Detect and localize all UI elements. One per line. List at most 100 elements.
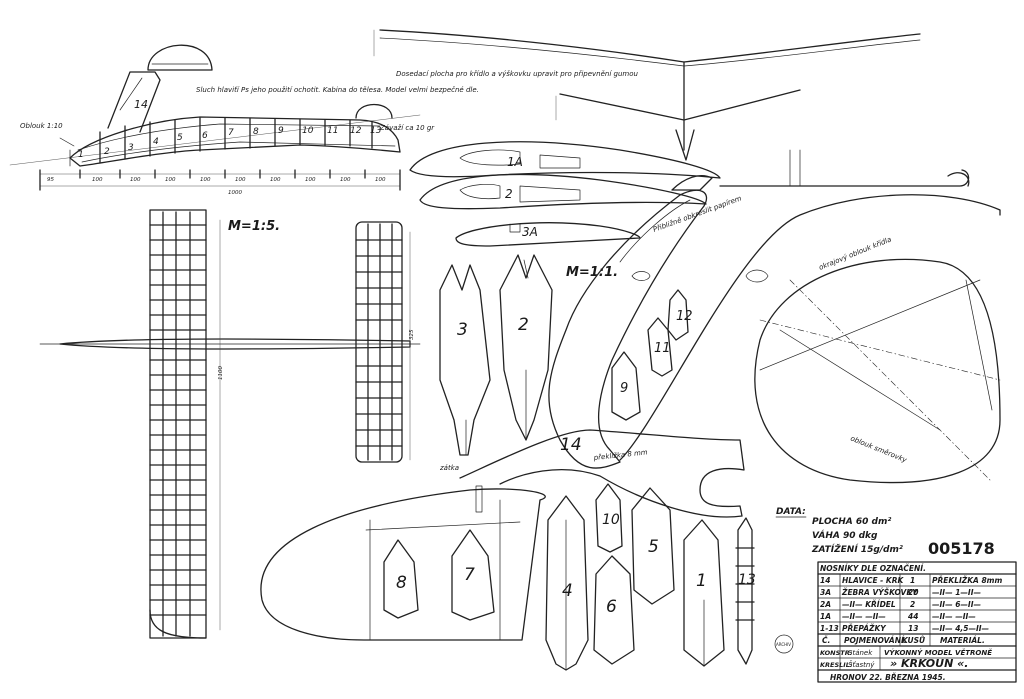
svg-text:3: 3 bbox=[128, 143, 134, 153]
dim-wing-span: 1100 bbox=[218, 366, 224, 380]
side-view: 95 100 100 100 100 100 100 100 100 100 1… bbox=[9, 44, 479, 196]
drawing-number: 005178 bbox=[928, 539, 995, 558]
svg-text:HLAVICE - KRK: HLAVICE - KRK bbox=[842, 576, 904, 585]
place-date: HRONOV 22. BŘEZNA 1945. bbox=[830, 673, 946, 682]
data-block: DATA: PLOCHA 60 dm² VÁHA 90 dkg ZATÍŽENÍ… bbox=[775, 507, 995, 558]
dim-seg-0: 95 bbox=[47, 177, 54, 183]
note-pylon: Sluch hlaviťí Ps jeho použití ochotit. K… bbox=[196, 85, 479, 94]
svg-text:—II— 6—II—: —II— 6—II— bbox=[932, 600, 981, 609]
dim-seg-8: 100 bbox=[340, 177, 351, 183]
svg-text:2: 2 bbox=[910, 600, 915, 609]
svg-text:—II— 1—II—: —II— 1—II— bbox=[932, 588, 981, 597]
svg-text:1-13: 1-13 bbox=[820, 624, 839, 633]
svg-text:KONSTR:: KONSTR: bbox=[820, 649, 853, 657]
svg-text:Stánek: Stánek bbox=[848, 649, 873, 657]
part-7-label: 7 bbox=[464, 565, 475, 585]
svg-text:4: 4 bbox=[153, 137, 159, 147]
note-tail: Dosedací plocha pro křídlo a výškovku up… bbox=[396, 70, 639, 78]
svg-text:—II— KŘÍDEL: —II— KŘÍDEL bbox=[842, 600, 896, 609]
table-header: NOSNÍKY DLE OZNAČENÍ. bbox=[820, 564, 926, 573]
part-12-label: 12 bbox=[676, 309, 693, 324]
fuselage-frame: Přibližně obkreslit papírem 12 11 9 bbox=[548, 149, 970, 469]
svg-text:10: 10 bbox=[302, 126, 314, 136]
dim-total: 1000 bbox=[228, 190, 242, 196]
svg-text:6: 6 bbox=[202, 131, 208, 141]
archive-stamp: ARCHIV bbox=[776, 642, 791, 647]
note-cut: Přibližně obkreslit papírem bbox=[652, 194, 743, 234]
svg-text:44: 44 bbox=[908, 612, 918, 621]
svg-text:1: 1 bbox=[910, 576, 915, 585]
svg-text:13: 13 bbox=[370, 126, 382, 136]
svg-text:2A: 2A bbox=[820, 600, 831, 609]
dim-seg-6: 100 bbox=[270, 177, 281, 183]
dim-seg-5: 100 bbox=[235, 177, 246, 183]
part-13-label: 13 bbox=[738, 572, 756, 588]
svg-text:5: 5 bbox=[177, 133, 183, 143]
svg-text:—II— 4,5—II—: —II— 4,5—II— bbox=[932, 624, 990, 633]
scale-full-label: M=1:1. bbox=[566, 265, 618, 280]
part-9-label: 9 bbox=[620, 381, 628, 396]
note-weight: Závaží ca 10 gr bbox=[379, 124, 435, 132]
data-load: ZATÍŽENÍ 15g/dm² bbox=[811, 543, 903, 555]
part-3-label: 3 bbox=[457, 320, 468, 340]
svg-text:13: 13 bbox=[908, 624, 918, 633]
note-rudder: Oblouk 1:10 bbox=[20, 122, 63, 130]
perspective-view: Dosedací plocha pro křídlo a výškovku up… bbox=[373, 29, 921, 161]
svg-text:1A: 1A bbox=[820, 612, 831, 621]
svg-text:Šťastný: Šťastný bbox=[848, 660, 875, 669]
dim-seg-4: 100 bbox=[200, 177, 211, 183]
svg-text:ŽEBRA VÝŠKOVKY: ŽEBRA VÝŠKOVKY bbox=[841, 588, 919, 597]
part-10-label: 10 bbox=[602, 512, 620, 528]
svg-text:POJMENOVÁNÍ.: POJMENOVÁNÍ. bbox=[844, 636, 907, 645]
part-14-label: 14 bbox=[560, 435, 582, 455]
svg-text:8: 8 bbox=[253, 127, 259, 137]
svg-text:—II— —II—: —II— —II— bbox=[932, 612, 976, 621]
part-1-label: 1 bbox=[696, 571, 707, 591]
formers-top: 3 2 M=1:1. bbox=[439, 254, 618, 456]
part-6-label: 6 bbox=[606, 597, 617, 617]
data-area: PLOCHA 60 dm² bbox=[812, 517, 891, 527]
dim-seg-1: 100 bbox=[92, 177, 103, 183]
svg-text:MATERIÁL.: MATERIÁL. bbox=[940, 636, 985, 645]
part-4-label: 4 bbox=[562, 581, 573, 601]
svg-text:—II— —II—: —II— —II— bbox=[842, 612, 886, 621]
svg-text:12: 12 bbox=[350, 126, 362, 136]
svg-text:3A: 3A bbox=[820, 588, 831, 597]
formers-bottom: 10 5 4 6 1 13 bbox=[545, 483, 756, 671]
svg-text:14: 14 bbox=[134, 98, 148, 111]
part-2-label: 2 bbox=[518, 315, 529, 335]
note-stab-arc: oblouk směrovky bbox=[849, 434, 908, 464]
dim-seg-7: 100 bbox=[305, 177, 316, 183]
svg-text:VÝKONNÝ MODEL VĚTRONĚ: VÝKONNÝ MODEL VĚTRONĚ bbox=[884, 648, 992, 657]
note-wing-tip: okrajový oblouk křídla bbox=[818, 235, 893, 271]
svg-text:1: 1 bbox=[78, 150, 84, 160]
svg-text:» KRKOUN «.: » KRKOUN «. bbox=[890, 657, 968, 670]
dim-seg-9: 100 bbox=[375, 177, 386, 183]
svg-text:14: 14 bbox=[820, 576, 830, 585]
data-weight: VÁHA 90 dkg bbox=[812, 529, 878, 541]
svg-text:KRESLIL:: KRESLIL: bbox=[820, 661, 853, 669]
svg-text:9: 9 bbox=[278, 126, 284, 136]
part-11-label: 11 bbox=[654, 341, 671, 356]
svg-text:Č.: Č. bbox=[822, 636, 830, 645]
wing-plan: 1100 M=1:5. 325 bbox=[39, 209, 421, 639]
svg-text:PŘEKLIŽKA 8mm: PŘEKLIŽKA 8mm bbox=[932, 576, 1002, 585]
scale-small-label: M=1:5. bbox=[228, 219, 280, 234]
rib-1a-label: 1A bbox=[507, 155, 523, 169]
svg-text:2: 2 bbox=[104, 147, 110, 157]
rib-3a-label: 3A bbox=[522, 225, 538, 239]
ribs: 1A 2 3A bbox=[409, 141, 721, 247]
title-block: NOSNÍKY DLE OZNAČENÍ. 14 HLAVICE - KRK 1… bbox=[774, 561, 1017, 683]
rib-2-label: 2 bbox=[505, 187, 513, 201]
dim-seg-3: 100 bbox=[165, 177, 176, 183]
dim-seg-2: 100 bbox=[130, 177, 141, 183]
part-8-label: 8 bbox=[396, 573, 407, 593]
svg-text:PŘEPÁŽKY: PŘEPÁŽKY bbox=[842, 624, 887, 633]
svg-text:KUSŮ: KUSŮ bbox=[902, 636, 925, 645]
note-stop: zátka bbox=[439, 464, 459, 472]
svg-text:20: 20 bbox=[908, 588, 918, 597]
svg-text:7: 7 bbox=[228, 128, 234, 138]
svg-text:11: 11 bbox=[327, 126, 338, 136]
data-title: DATA: bbox=[776, 507, 806, 517]
